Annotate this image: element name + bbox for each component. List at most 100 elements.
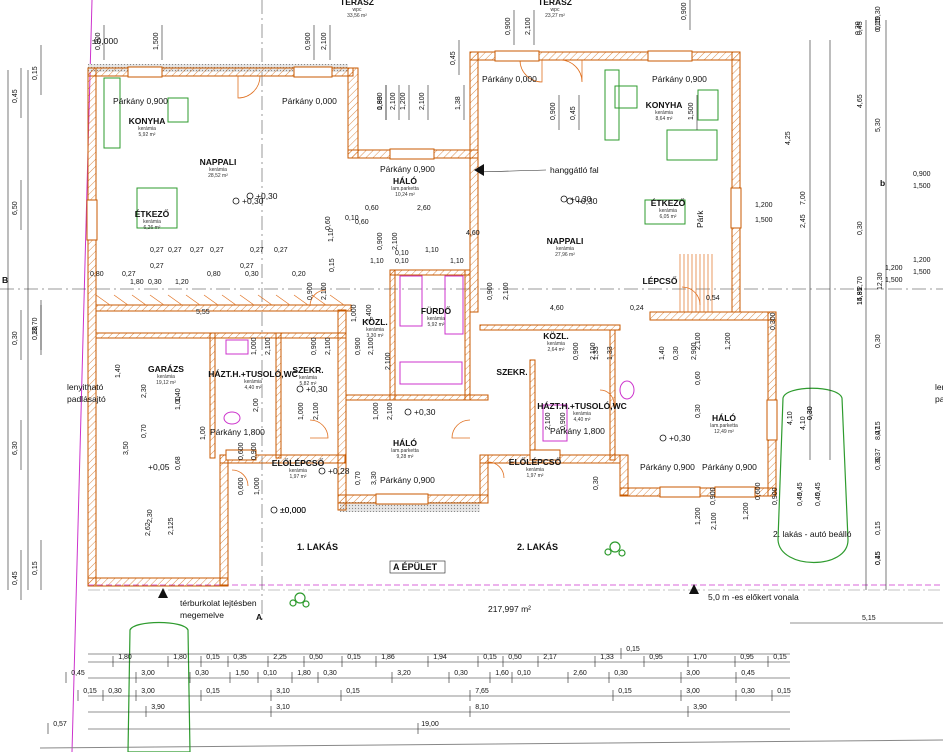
dimension-label: 0,15 (32, 66, 39, 80)
level-marker (246, 192, 254, 200)
dimension-label: 0,900 (550, 102, 557, 120)
dimension-label: 0,900 (710, 487, 717, 505)
dimension-label: 2,100 (695, 332, 702, 350)
dimension-label: 0,30 (108, 688, 122, 695)
dimension-label: 0,900 (305, 32, 312, 50)
dimension-label: 0,900 (251, 442, 258, 460)
dimension-label: 0,15 (875, 521, 882, 535)
parapet-label: Párkány 0,000 (282, 96, 337, 106)
dimension-label: 3,30 (371, 471, 378, 485)
dimension-label: 0,27 (190, 247, 204, 254)
room-area-nappali-r: 27,96 m² (555, 252, 575, 258)
room-area-etkezo-l: 6,26 m² (144, 225, 161, 231)
room-area-furdo: 5,92 m² (428, 322, 445, 328)
dimension-label: 1,500 (688, 102, 695, 120)
parapet-label: Párkány 0,900 (702, 462, 757, 472)
room-name-elo-l: ELŐLÉPCSŐ (272, 457, 325, 468)
dimension-label: 0,900 (487, 282, 494, 300)
room-area-terasz-l: 33,56 m² (347, 13, 367, 19)
dimension-label: 1,80 (130, 279, 144, 286)
dimension-label: 1,200 (695, 507, 702, 525)
room-area-elo-r: 1,97 m² (527, 473, 544, 479)
level-value: +0,30 (306, 384, 328, 394)
car-icons (127, 387, 849, 752)
room-floor-furdo: kerámia (427, 316, 445, 322)
dimension-label: 0,30 (695, 404, 702, 418)
dimension-label: 0,70 (141, 424, 148, 438)
room-floor-elo-r: kerámia (526, 467, 544, 473)
dimension-label: 1,10 (328, 228, 335, 242)
plant-icon (289, 592, 310, 608)
note-elokert: 5,0 m -es előkert vonala (708, 592, 799, 602)
dimension-label: 0,900 (377, 232, 384, 250)
dimension-label: 1,500 (913, 269, 931, 276)
dimension-label: 3,10 (276, 688, 290, 695)
dimension-label: 0,900 (560, 412, 567, 430)
dimension-label: 0,10 (345, 215, 359, 222)
dimension-label: 4,10 (787, 411, 794, 425)
dimension-label: 3,00 (141, 670, 155, 677)
room-name-etkezo-l: ÉTKEZŐ (135, 208, 170, 219)
dimension-label: 1,20 (175, 279, 189, 286)
room-name-hazt-r: HÁZT.H.+TUSOLÓ,WC (537, 400, 626, 411)
dimension-label: 0,45 (815, 492, 822, 506)
dimension-label: 1,33 (607, 346, 614, 360)
dimension-label: 2,45 (800, 214, 807, 228)
dimension-label: 3,00 (686, 670, 700, 677)
room-name-terasz-l: TERASZ (340, 0, 374, 7)
dimension-label: 0,27 (250, 247, 264, 254)
room-name-hazt-l: HÁZT.H.+TUSOLÓ,WC (208, 368, 297, 379)
room-floor-kozl-r: kerámia (547, 341, 565, 347)
dimension-label: 2,70 (857, 276, 864, 290)
plant-icon (604, 541, 626, 557)
room-floor-konyha-r: kerámia (655, 110, 673, 116)
note-terburkolat: térburkolat lejtésben (180, 598, 257, 608)
dimension-label: 1,83 (377, 96, 384, 110)
dimension-label: 0,80 (207, 271, 221, 278)
room-name-kozl-l: KÖZL. (362, 317, 388, 327)
level-marker (659, 434, 667, 442)
dimension-label: 0,30 (454, 670, 468, 677)
dimension-label: 0,15 (626, 646, 640, 653)
level-value: +0,30 (242, 196, 264, 206)
note-b-label: B (2, 275, 8, 285)
dimension-label: 1,80 (297, 670, 311, 677)
room-floor-konyha-l: kerámia (138, 126, 156, 132)
dimension-label: 2,25 (273, 654, 287, 661)
dimension-label: 0,15 (777, 688, 791, 695)
dimension-label: 0,900 (772, 487, 779, 505)
dimension-label: 3,10 (276, 704, 290, 711)
dimension-label: 14,95 (857, 287, 864, 305)
staircase (95, 254, 713, 312)
dimension-label: 3,90 (693, 704, 707, 711)
dimension-label: 0,900 (355, 337, 362, 355)
dimension-label: 0,45 (857, 21, 864, 35)
room-area-hazt-r: 4,40 m² (574, 417, 591, 423)
note-b-small: b (880, 178, 885, 188)
room-floor-hazt-l: kerámia (244, 379, 262, 385)
room-area-garazs: 19,12 m² (156, 380, 176, 386)
level-marker (232, 197, 240, 205)
room-area-szekr-l: 5,82 m² (300, 381, 317, 387)
parapet-label: Párkány 0,900 (380, 475, 435, 485)
room-floor-terasz-l: wpc (353, 7, 362, 13)
level-value: +0,30 (576, 196, 598, 206)
dimension-label: 0,30 (807, 406, 814, 420)
dimension-label: 0,10 (395, 250, 409, 257)
dimension-label: 6,37 (875, 448, 882, 462)
plant-icons (289, 541, 626, 608)
dimension-label: 0,15 (347, 654, 361, 661)
dimension-label: 0,900 (913, 171, 931, 178)
dimension-label: 0,15 (206, 654, 220, 661)
note-lenyithato: lenyitható (67, 382, 104, 392)
dimension-label: 0,15 (329, 258, 336, 272)
dimension-label: 1,500 (755, 217, 773, 224)
dimension-label: 2,30 (141, 384, 148, 398)
dimension-label: 0,10 (263, 670, 277, 677)
note-a-label: A (256, 612, 262, 622)
dimension-label: 4,25 (785, 131, 792, 145)
room-area-etkezo-r: 6,05 m² (660, 214, 677, 220)
dimension-label: 0,900 (573, 342, 580, 360)
dimension-label: 1,94 (433, 654, 447, 661)
parapet-label: Párk (695, 210, 705, 228)
